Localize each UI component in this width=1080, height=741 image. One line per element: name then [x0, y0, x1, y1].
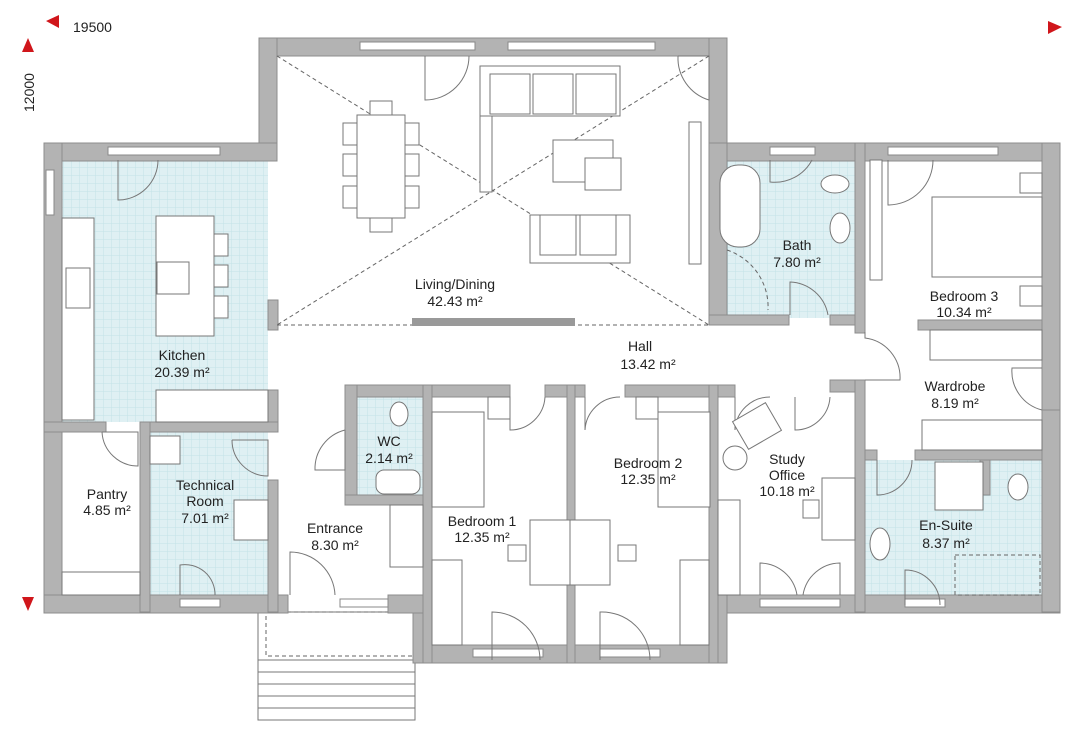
hall-area: 13.42 m² [620, 356, 676, 372]
bath-area: 7.80 m² [773, 254, 821, 270]
study-label-1: Study [769, 451, 805, 467]
armchair [731, 401, 783, 451]
technical-label-2: Room [186, 493, 223, 509]
washer [233, 499, 269, 541]
pantry-label: Pantry [87, 486, 127, 502]
width-dimension: 19500 [73, 19, 112, 35]
bath-label: Bath [783, 237, 812, 253]
living-label: Living/Dining [415, 276, 495, 292]
bedroom2-label: Bedroom 2 [614, 455, 683, 471]
study-desk [821, 477, 856, 541]
toilet [820, 174, 850, 194]
double-bed [931, 196, 1043, 278]
bedroom3-area: 10.34 m² [936, 304, 992, 320]
living-area: 42.43 m² [427, 293, 483, 309]
shower [934, 461, 984, 511]
depth-dimension: 12000 [21, 73, 37, 112]
ensuite-label: En-Suite [919, 517, 973, 533]
bedroom3-label: Bedroom 3 [930, 288, 999, 304]
bedroom1-label: Bedroom 1 [448, 513, 517, 529]
doors [101, 55, 1043, 661]
dimension-markers: 19500 12000 [21, 15, 1062, 628]
room-labels: Living/Dining 42.43 m² Hall 13.42 m² Kit… [83, 237, 998, 553]
wardrobe-label: Wardrobe [925, 378, 986, 394]
kitchen-label: Kitchen [159, 347, 206, 363]
living-furniture [276, 55, 710, 326]
wc-area: 2.14 m² [365, 450, 413, 466]
wardrobe-closet [929, 329, 1043, 361]
ensuite-area: 8.37 m² [922, 535, 970, 551]
arrow-up-icon [22, 38, 34, 52]
cooktop [156, 261, 190, 295]
wardrobe-area: 8.19 m² [931, 395, 979, 411]
sink [65, 267, 91, 309]
technical-area: 7.01 m² [181, 510, 229, 526]
bed-2 [657, 411, 711, 508]
entrance-label: Entrance [307, 520, 363, 536]
bedroom1-area: 12.35 m² [454, 529, 510, 545]
wc-label: WC [377, 433, 400, 449]
bed-1 [431, 411, 485, 508]
arrow-left-icon [46, 15, 59, 28]
room-furniture [61, 159, 1043, 646]
entrance-porch [257, 611, 416, 721]
technical-label-1: Technical [176, 477, 234, 493]
kitchen-area: 20.39 m² [154, 364, 210, 380]
arrow-right-icon [1048, 21, 1062, 34]
hall-label: Hall [628, 338, 652, 354]
study-area: 10.18 m² [759, 483, 815, 499]
windows [45, 41, 999, 658]
ensuite-bathtub [954, 554, 1041, 596]
entrance-area: 8.30 m² [311, 537, 359, 553]
walls [43, 37, 1061, 664]
arrow-down-icon [22, 597, 34, 611]
study-label-2: Office [769, 467, 806, 483]
pantry-area: 4.85 m² [83, 502, 131, 518]
bathtub [719, 164, 761, 248]
kitchen-furniture [61, 215, 269, 423]
bedroom2-area: 12.35 m² [620, 471, 676, 487]
dining-table [356, 114, 406, 219]
washbasin [829, 212, 851, 244]
